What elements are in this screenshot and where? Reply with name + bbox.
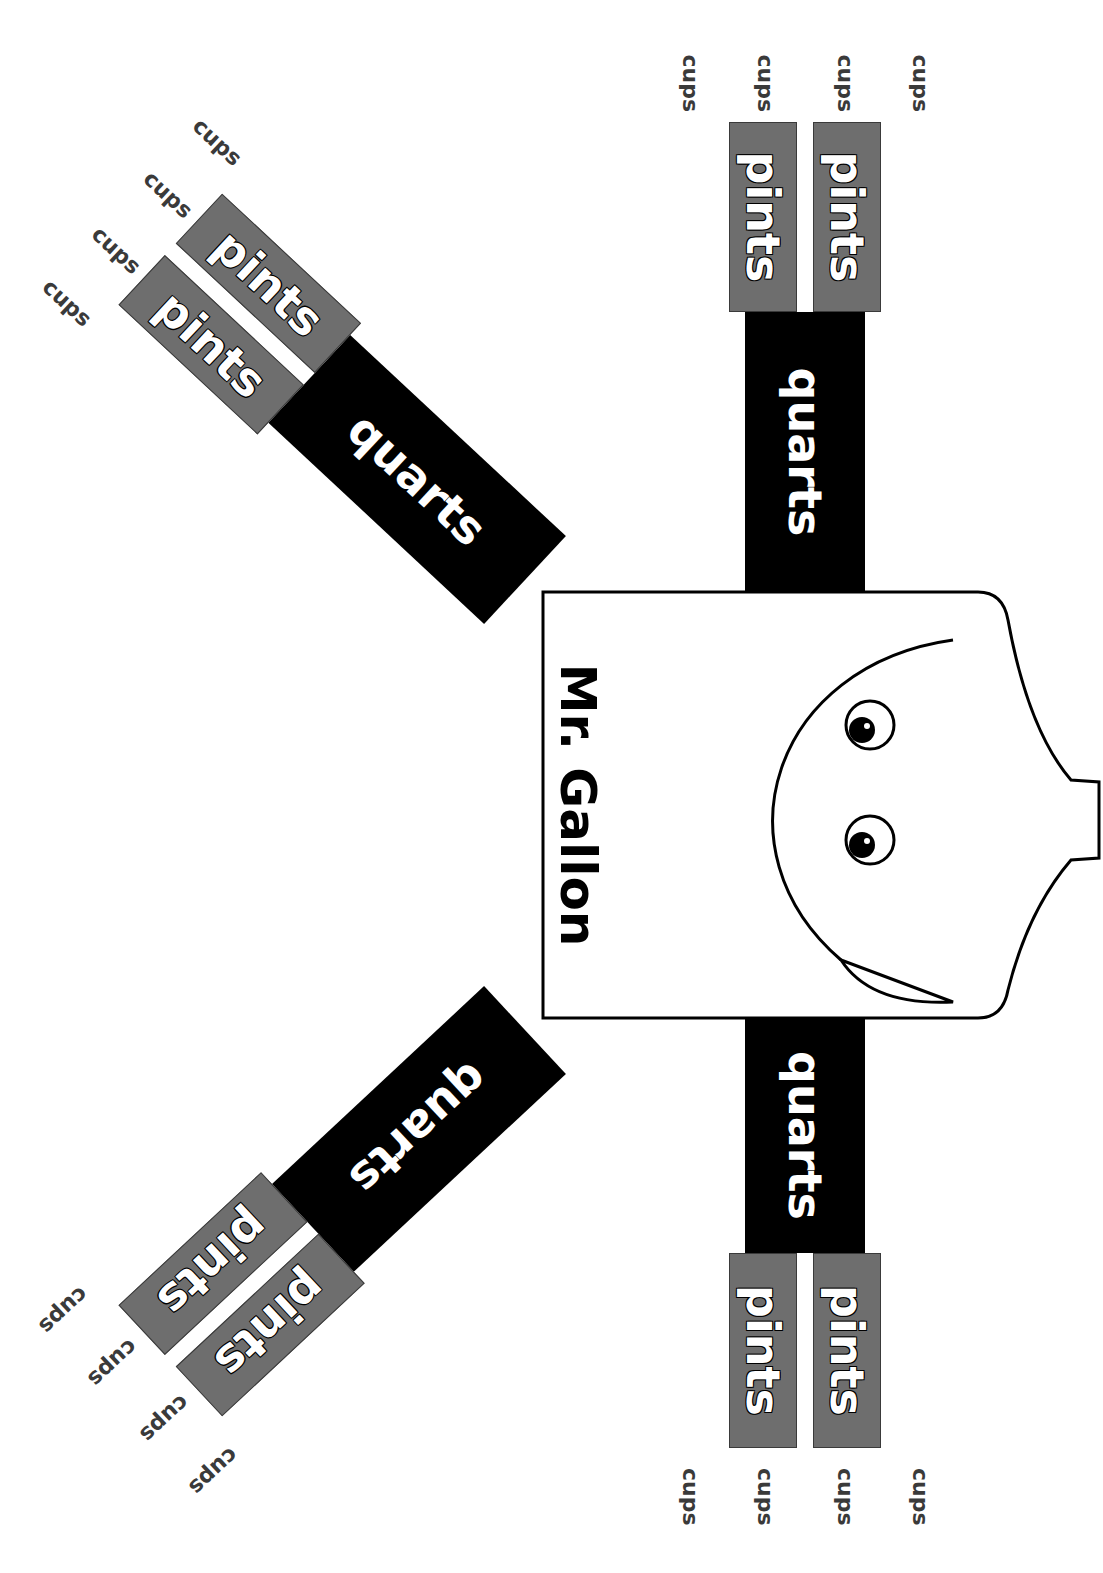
node-text: pints bbox=[822, 152, 873, 283]
arm-group: quartspintspintscupscupscupscups bbox=[0, 68, 627, 690]
arm-group: quarts pints pints cups cups cups cups bbox=[655, 1018, 955, 1568]
cups-label: cups bbox=[678, 54, 702, 112]
cups-label: cups bbox=[184, 1443, 243, 1500]
node-text: pints bbox=[738, 1285, 789, 1416]
arm-group: quarts pints pints cups cups cups cups bbox=[655, 17, 955, 592]
cups-label: cups bbox=[908, 54, 932, 112]
cups-label: cups bbox=[678, 1468, 702, 1526]
cups-label: cups bbox=[188, 114, 247, 171]
cups-label: cups bbox=[753, 54, 777, 112]
quarts-bar: quarts bbox=[745, 1018, 865, 1253]
node-text: Mr. Gallon bbox=[550, 664, 605, 947]
right-eye bbox=[846, 816, 894, 864]
open-mouth bbox=[841, 960, 953, 1002]
left-eye bbox=[846, 701, 894, 749]
gallon-outline-path bbox=[543, 592, 1099, 1018]
cups-label: cups bbox=[34, 1282, 93, 1339]
cups-label: cups bbox=[135, 1390, 194, 1447]
quarts-bar: quarts bbox=[272, 986, 566, 1272]
pints-box: pints bbox=[729, 122, 797, 312]
pints-box: pints bbox=[813, 122, 881, 312]
pints-box: pints bbox=[729, 1253, 797, 1448]
cups-label: cups bbox=[833, 54, 857, 112]
node-text: quarts bbox=[780, 1051, 831, 1220]
node-text: pints bbox=[738, 152, 789, 283]
cups-label: cups bbox=[833, 1468, 857, 1526]
cups-label: cups bbox=[83, 1334, 142, 1391]
node-text: quarts bbox=[338, 403, 496, 555]
arm-group: quartspintspintscupscupscupscups bbox=[0, 920, 627, 1549]
cups-label: cups bbox=[908, 1468, 932, 1526]
pints-box: pints bbox=[813, 1253, 881, 1448]
cups-label: cups bbox=[753, 1468, 777, 1526]
quarts-bar: quarts bbox=[745, 312, 865, 592]
smile-line bbox=[773, 640, 953, 960]
cups-label: cups bbox=[139, 167, 198, 224]
quarts-bar: quarts bbox=[268, 335, 566, 624]
gallon-node: Mr. Gallon bbox=[538, 590, 1103, 1020]
node-text: pints bbox=[822, 1285, 873, 1416]
node-text: quarts bbox=[340, 1053, 498, 1205]
gallon-outline bbox=[538, 590, 1103, 1020]
node-text: quarts bbox=[780, 368, 831, 537]
cups-label: cups bbox=[87, 222, 146, 279]
cups-label: cups bbox=[38, 275, 97, 332]
